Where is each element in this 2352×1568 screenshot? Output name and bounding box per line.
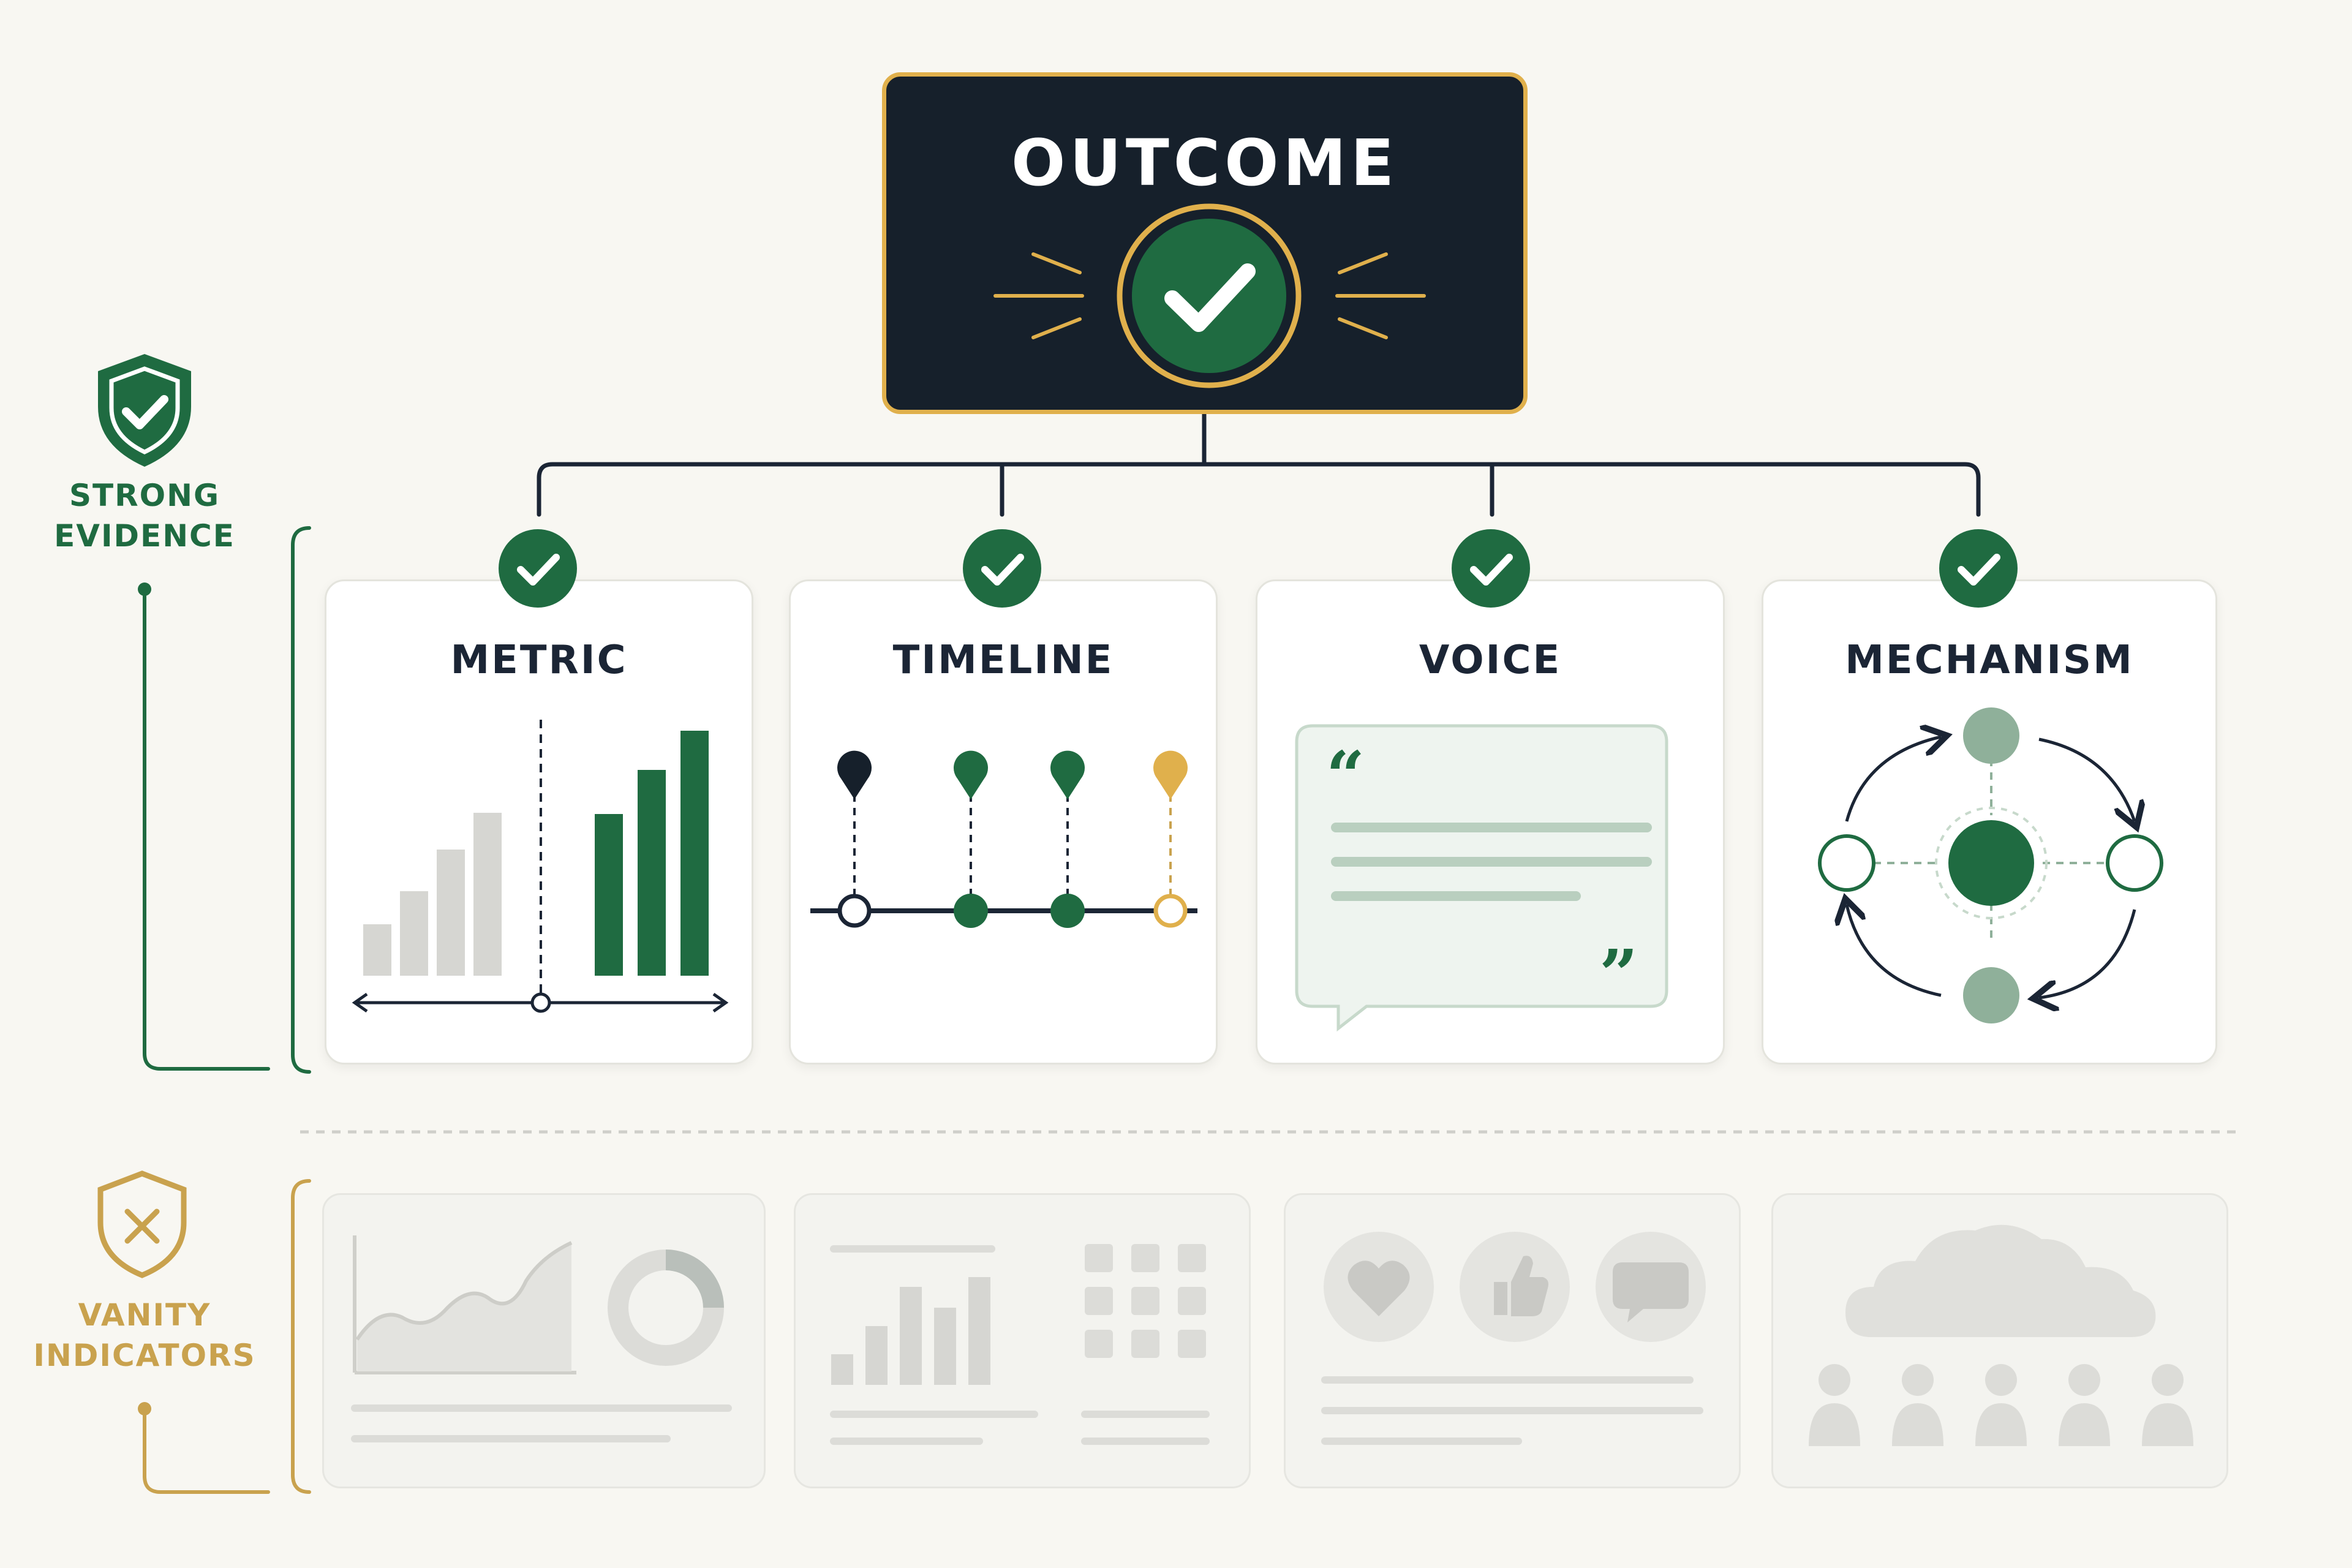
outcome-box: OUTCOME [882, 72, 1528, 414]
timeline-check-badge-icon [963, 529, 1041, 608]
metric-title: METRIC [450, 638, 628, 683]
metric-card: METRIC [325, 579, 753, 1065]
cloud-icon [1845, 1224, 2156, 1337]
strong-evidence-stem-dot [138, 582, 151, 596]
outcome-check-badge-icon [993, 203, 1426, 388]
chat-bubble-icon [1613, 1262, 1689, 1322]
mechanism-title: MECHANISM [1845, 638, 2134, 683]
shield-check-icon [98, 354, 191, 467]
social-reactions-card [1284, 1193, 1741, 1488]
donut-chart-icon [608, 1250, 724, 1366]
voice-card: VOICE “ ” [1256, 579, 1725, 1065]
trend-chart-card [322, 1193, 766, 1488]
glow-rays-icon [993, 252, 1426, 339]
timeline-title: TIMELINE [892, 638, 1114, 683]
vanity-indicators-label: VANITY INDICATORS [33, 1297, 256, 1373]
bar-chart-icon [831, 1277, 990, 1385]
outcome-title: OUTCOME [1011, 126, 1399, 200]
audience-card [1771, 1193, 2228, 1488]
timeline-card: TIMELINE [789, 579, 1218, 1065]
strong-evidence-bracket [143, 526, 311, 1074]
vanity-stem-dot [138, 1402, 151, 1415]
voice-title: VOICE [1419, 638, 1562, 683]
strong-evidence-label: STRONG EVIDENCE [54, 478, 235, 554]
heart-icon [1348, 1261, 1410, 1316]
vanity-bracket [143, 1179, 311, 1494]
before-after-bar-chart-icon [352, 720, 729, 1013]
timeline-milestones-icon [810, 750, 1197, 928]
dashboard-card [794, 1193, 1251, 1488]
metric-check-badge-icon [499, 529, 577, 608]
svg-text:“: “ [1326, 736, 1365, 815]
mechanism-card: MECHANISM [1762, 579, 2217, 1065]
testimonial-quote-icon: “ ” [1295, 724, 1668, 1032]
svg-text:”: ” [1599, 935, 1638, 1014]
shield-x-icon [97, 1170, 187, 1278]
causal-cycle-icon [1818, 707, 2163, 1023]
tile-grid-icon [1085, 1244, 1206, 1358]
area-chart-icon [353, 1235, 576, 1374]
thumbs-up-icon [1494, 1256, 1548, 1316]
mechanism-check-badge-icon [1939, 529, 2018, 608]
tree-connectors [537, 412, 1981, 517]
voice-check-badge-icon [1452, 529, 1530, 608]
people-icon [1809, 1364, 2193, 1446]
